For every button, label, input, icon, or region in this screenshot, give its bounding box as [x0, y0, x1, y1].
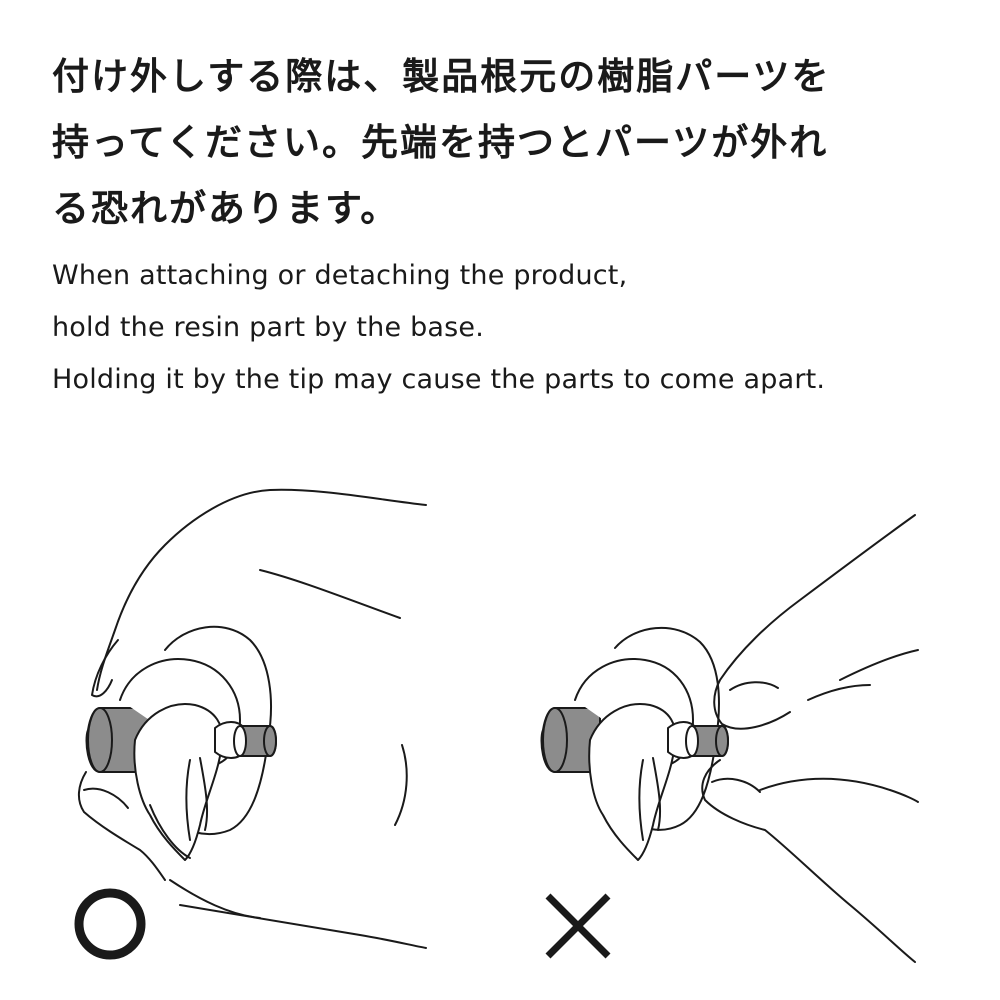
english-notice-line-1: When attaching or detaching the product, [52, 260, 628, 291]
japanese-notice-line-1: 付け外しする際は、製品根元の樹脂パーツを [52, 55, 831, 98]
incorrect-hand-thumb-crease [759, 777, 919, 803]
english-notice: When attaching or detaching the product,… [52, 250, 982, 406]
correct-hand-palm-line [169, 879, 261, 919]
incorrect-example-illustration [540, 514, 919, 963]
correct-circle-icon [74, 888, 146, 960]
incorrect-hand-index-finger [713, 514, 916, 730]
japanese-notice-line-3: る恐れがあります。 [52, 187, 400, 230]
correct-hand-wrist [394, 744, 408, 826]
usage-illustration [78, 488, 919, 963]
incorrect-hand-index-fingernail [729, 681, 779, 691]
japanese-notice-line-2: 持ってください。先端を持つとパーツが外れ [52, 121, 829, 164]
correct-hand-lower-finger [78, 771, 166, 881]
correct-hand-palm [179, 904, 427, 949]
correct-example-illustration [78, 488, 427, 949]
correct-hand-upper [96, 488, 427, 691]
incorrect-hand-thumbnail [711, 777, 761, 793]
incorrect-hand-thumb [701, 759, 916, 963]
correct-hand-thumbnail [91, 639, 119, 698]
japanese-notice: 付け外しする際は、製品根元の樹脂パーツを 持ってください。先端を持つとパーツが外… [52, 44, 982, 242]
english-notice-line-2: hold the resin part by the base. [52, 312, 485, 343]
incorrect-cross-icon [545, 893, 611, 959]
incorrect-hand-finger-crease [839, 649, 919, 681]
correct-hand-lower-fingernail [83, 787, 129, 809]
correct-hand-knuckle [259, 569, 401, 619]
english-notice-line-3: Holding it by the tip may cause the part… [52, 364, 826, 395]
